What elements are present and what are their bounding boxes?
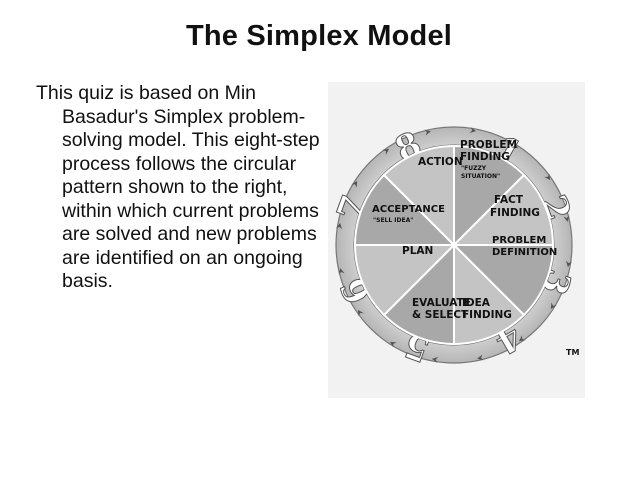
cycle-arrow-chevron <box>357 309 364 317</box>
step-6-label: PLAN <box>402 245 433 257</box>
step-7-note: "SELL IDEA" <box>373 217 413 224</box>
cycle-arrow-chevron <box>550 302 557 310</box>
cycle-arrow-chevron <box>424 129 431 136</box>
wedge-step-2 <box>451 173 555 246</box>
step-5-label-line2: & SELECT <box>412 309 469 321</box>
step-1-label-line2: FINDING <box>460 151 510 163</box>
cycle-arrow-chevron <box>563 215 570 222</box>
step-2-label-line2: FINDING <box>490 207 540 219</box>
step-2-label-line1: FACT <box>494 194 524 206</box>
cycle-arrow-chevron <box>469 127 477 134</box>
step-3-label-line2: DEFINITION <box>492 247 557 258</box>
cycle-arrow-chevron <box>565 260 572 268</box>
body-text: This quiz is based on Min Basadur's Simp… <box>36 82 320 292</box>
wedge-step-6 <box>353 244 457 317</box>
step-1-note-line2: SITUATION" <box>461 173 500 180</box>
wedge-step-7 <box>353 173 457 246</box>
step-1-label-line1: PROBLEM <box>460 139 517 151</box>
cycle-arrow-chevron <box>351 180 358 188</box>
step-5-label-line1: EVALUATE <box>412 297 471 309</box>
cycle-arrow-chevron <box>389 341 397 348</box>
slide-title: The Simplex Model <box>185 20 453 52</box>
cycle-arrow-chevron <box>338 268 345 275</box>
cycle-arrow-chevron <box>431 356 439 363</box>
step-4-label-line1: IDEA <box>462 297 491 309</box>
wedge-step-1 <box>453 144 526 248</box>
cycle-arrow-chevron <box>477 354 484 361</box>
trademark-label: TM <box>566 348 579 357</box>
step-7-label: ACCEPTANCE <box>372 204 445 215</box>
cycle-arrow-chevron <box>382 148 390 155</box>
step-1-note-line1: "FUZZY <box>461 165 487 172</box>
cycle-arrow-chevron <box>544 173 551 181</box>
step-4-label-line2: FINDING <box>462 309 512 321</box>
wedge-step-3 <box>451 244 555 317</box>
cycle-arrow-chevron <box>518 335 526 342</box>
cycle-arrow-chevron <box>336 222 343 230</box>
step-3-label-line1: PROBLEM <box>492 235 546 246</box>
wedge-step-5 <box>382 242 455 346</box>
wedge-step-8 <box>382 144 455 248</box>
cycle-arrow-chevron <box>511 142 519 149</box>
wedge-step-4 <box>453 242 526 346</box>
step-8-label: ACTION <box>418 156 463 168</box>
